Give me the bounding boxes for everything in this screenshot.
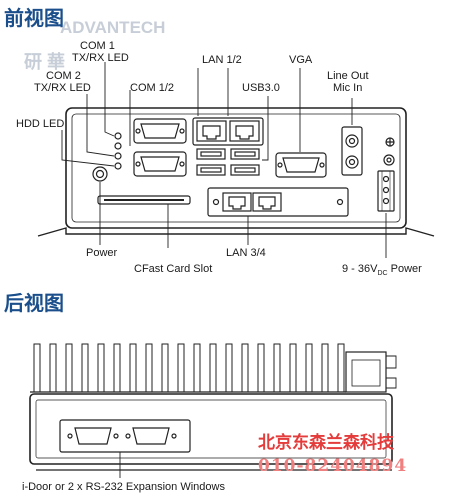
- led-icon: [114, 142, 122, 150]
- led-icon: [114, 132, 122, 140]
- company-phone: 010-82404894: [258, 456, 408, 476]
- advantech-watermark: ADVANTECH: [60, 18, 166, 37]
- lan34-module: [207, 187, 349, 217]
- front-mount-bracket: [37, 227, 435, 237]
- label-dc-power: 9 - 36VDC Power: [342, 263, 422, 277]
- com1-port: [133, 118, 187, 144]
- power-button: [92, 166, 108, 182]
- lan4-port: [252, 192, 282, 212]
- label-dc-power-sub: DC: [377, 270, 388, 278]
- rear-view-heading: 后视图: [4, 291, 64, 315]
- expansion-db9-left: [67, 427, 119, 445]
- rear-chassis: [29, 393, 393, 465]
- audio-panel: [341, 126, 363, 176]
- cfast-slot: [97, 195, 191, 205]
- label-idoor: i-Door or 2 x RS-232 Expansion Windows: [22, 481, 225, 493]
- label-cfast: CFast Card Slot: [134, 263, 213, 275]
- company-name: 北京东森兰森科技: [258, 433, 394, 453]
- lan1-port: [196, 120, 227, 142]
- label-power: Power: [86, 247, 118, 259]
- com2-port: [133, 151, 187, 177]
- usb-port: [196, 148, 226, 160]
- usb-port: [230, 148, 260, 160]
- label-com1-led-sub: TX/RX LED: [72, 52, 129, 64]
- vga-port: [275, 152, 327, 178]
- label-lan12: LAN 1/2: [202, 54, 242, 66]
- label-dc-power-prefix: 9 - 36V: [342, 263, 378, 275]
- label-com1-led: COM 1: [80, 40, 115, 52]
- expansion-db9-right: [125, 427, 177, 445]
- label-com2-led-sub: TX/RX LED: [34, 82, 91, 94]
- line-out-jack: [345, 134, 359, 148]
- expansion-window: [59, 419, 191, 453]
- advantech-watermark-cn: 研 華: [24, 52, 66, 72]
- label-com12: COM 1/2: [130, 82, 175, 94]
- label-vga: VGA: [289, 54, 313, 66]
- label-com2-led: COM 2: [46, 70, 81, 82]
- label-line-out: Line Out: [327, 70, 369, 82]
- label-lan34: LAN 3/4: [226, 247, 266, 259]
- ground-screw-icon: [383, 154, 395, 166]
- lan2-port: [229, 120, 260, 142]
- usb-port: [196, 164, 226, 176]
- front-view-heading: 前视图: [4, 6, 64, 30]
- led-icon: [114, 162, 122, 170]
- heatsink-fins: [33, 343, 345, 392]
- lan3-port: [222, 192, 252, 212]
- rear-right-module: [345, 351, 387, 393]
- label-mic-in: Mic In: [333, 82, 363, 94]
- usb-port: [230, 164, 260, 176]
- mic-in-jack: [345, 155, 359, 169]
- label-hdd-led: HDD LED: [16, 118, 65, 130]
- label-usb30: USB3.0: [242, 82, 280, 94]
- lan12-block: [192, 117, 264, 146]
- front-chassis: [65, 107, 407, 229]
- led-icon: [114, 152, 122, 160]
- label-dc-power-suffix: Power: [387, 263, 422, 275]
